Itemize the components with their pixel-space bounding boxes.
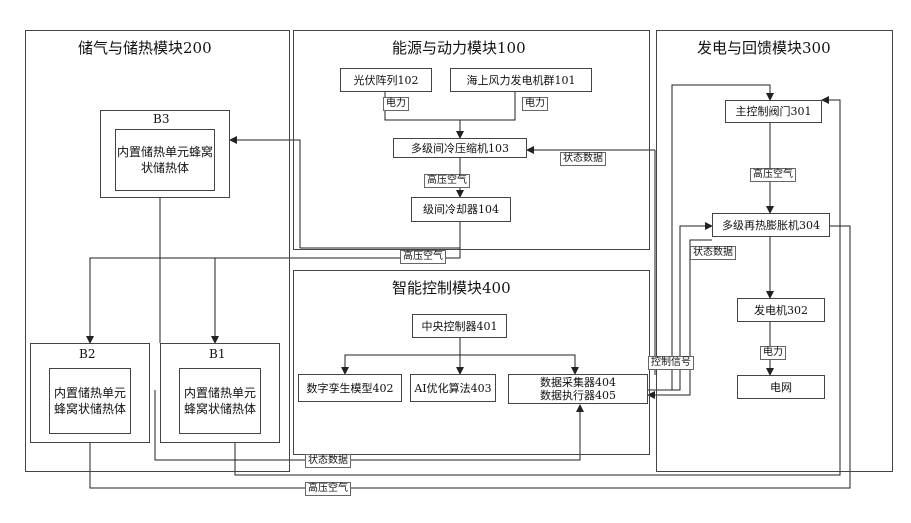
control-module-title: 智能控制模块400 (392, 277, 511, 298)
generation-module-title: 发电与回馈模块300 (697, 37, 831, 58)
storage-unit-b3-title: B3 (153, 113, 169, 126)
storage-unit-b3-body: 内置储热单元蜂窝状储热体 (115, 129, 215, 191)
storage-unit-b2: B2 内置储热单元蜂窝状储热体 (30, 343, 150, 443)
storage-module-title: 储气与储热模块200 (78, 37, 212, 58)
status-data-label-3: 状态数据 (305, 454, 351, 468)
power-label-1: 电力 (383, 97, 409, 111)
high-pressure-air-label-2: 高压空气 (400, 250, 446, 264)
wind-turbine-block: 海上风力发电机群101 (450, 68, 592, 92)
high-pressure-air-label-1: 高压空气 (424, 174, 470, 188)
control-signal-label: 控制信号 (648, 356, 694, 370)
high-pressure-air-label-3: 高压空气 (750, 168, 796, 182)
status-data-label-1: 状态数据 (560, 152, 606, 166)
data-executor-label: 数据执行器405 (540, 389, 616, 402)
ai-algorithm-block: AI优化算法403 (410, 374, 496, 402)
storage-unit-b1-title: B1 (209, 348, 225, 361)
main-valve-block: 主控制阀门301 (725, 100, 822, 123)
power-label-2: 电力 (522, 97, 548, 111)
central-controller-block: 中央控制器401 (412, 314, 507, 338)
storage-unit-b2-body: 内置储热单元蜂窝状储热体 (49, 368, 131, 434)
expander-block: 多级再热膨胀机304 (712, 213, 830, 237)
status-data-label-2: 状态数据 (690, 246, 736, 260)
storage-unit-b1: B1 内置储热单元蜂窝状储热体 (160, 343, 280, 443)
compressor-block: 多级间冷压缩机103 (393, 138, 527, 158)
power-label-3: 电力 (760, 346, 786, 360)
digital-twin-block: 数字孪生模型402 (298, 374, 402, 402)
storage-unit-b1-body: 内置储热单元蜂窝状储热体 (179, 368, 261, 434)
cooler-block: 级间冷却器104 (411, 197, 511, 222)
data-io-block: 数据采集器404 数据执行器405 (508, 374, 648, 404)
data-collector-label: 数据采集器404 (540, 376, 616, 389)
grid-block: 电网 (737, 375, 825, 399)
control-module: 智能控制模块400 (293, 270, 650, 455)
energy-module-title: 能源与动力模块100 (392, 37, 526, 58)
storage-unit-b3: B3 内置储热单元蜂窝状储热体 (100, 110, 230, 198)
generator-block: 发电机302 (737, 298, 825, 322)
storage-unit-b2-title: B2 (79, 348, 95, 361)
pv-array-block: 光伏阵列102 (340, 68, 432, 92)
high-pressure-air-label-4: 高压空气 (305, 482, 351, 496)
